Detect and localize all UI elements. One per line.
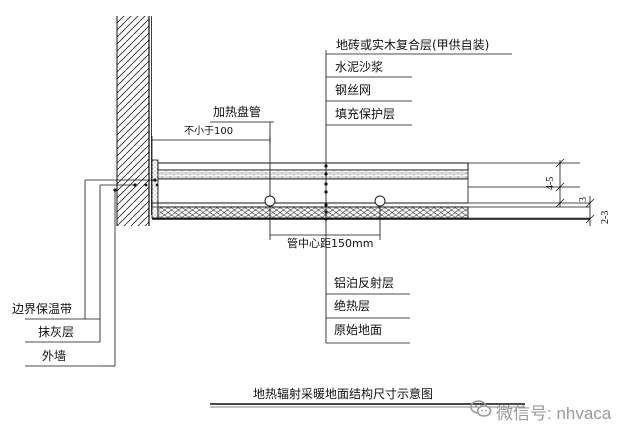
label-filling-layer: 填充保护层 xyxy=(335,107,396,121)
dim-label-mortar: 3 xyxy=(578,197,589,202)
diagram-caption: 地热辐射采暖地面结构尺寸示意图 xyxy=(253,387,434,401)
heating-pipe-right xyxy=(374,195,386,207)
leader-dots xyxy=(113,164,328,221)
label-pipe-spacing: 管中心距150mm xyxy=(287,237,374,250)
label-steel-mesh: 钢丝网 xyxy=(335,83,372,97)
label-insulation-layer: 绝热层 xyxy=(334,299,371,313)
leader-lines xyxy=(25,50,512,367)
label-min-distance: 不小于100 xyxy=(184,126,234,137)
label-edge-insulation: 边界保温带 xyxy=(12,302,73,316)
edge-insulation-strip xyxy=(151,159,159,219)
label-tile-layer: 地砖或实木复合层(甲供自装) xyxy=(336,38,490,52)
floor-layers xyxy=(152,162,590,220)
wechat-icon xyxy=(470,400,492,417)
dim-label-base: 2-3 xyxy=(600,210,611,224)
watermark-text: 微信号: nhvaca xyxy=(496,404,612,423)
dim-label-tile: 4-5 xyxy=(545,176,556,190)
label-outer-wall: 外墙 xyxy=(42,349,67,363)
heating-pipe-left xyxy=(264,195,276,207)
label-plaster-layer: 抹灰层 xyxy=(38,325,75,339)
outer-wall xyxy=(116,16,152,226)
label-reflective-layer: 铝泊反射层 xyxy=(334,276,395,290)
label-heating-pipe: 加热盘管 xyxy=(213,105,262,119)
label-cement-mortar: 水泥沙浆 xyxy=(335,60,384,74)
thickness-dimensions xyxy=(468,158,595,226)
label-original-ground: 原始地面 xyxy=(334,323,383,337)
